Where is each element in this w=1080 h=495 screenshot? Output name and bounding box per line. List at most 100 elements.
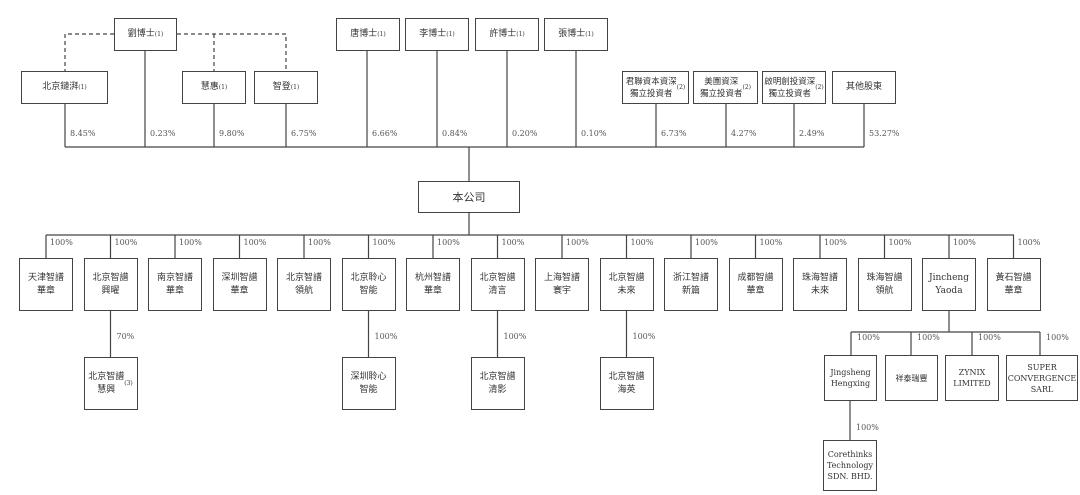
box-label: 北京智譜 清言 [479,272,516,296]
ownership-percentage: 100% [308,238,331,247]
ownership-percentage: 100% [695,238,718,247]
shareholder-dr-tang: 唐博士(1) [336,18,400,51]
box-label: 100% [857,333,880,342]
jincheng-subsidiary-box: 祥泰瑞豐 [885,355,938,401]
shareholder-others: 其他股東 [832,71,896,104]
shareholding-percentage: 0.20% [512,129,537,138]
box-label: 北京智譜 未來 [608,272,645,296]
ownership-percentage: 100% [566,238,589,247]
box-label: 70% [116,332,135,341]
box-label: 100% [179,238,202,247]
box-label: 北京智譜 領航 [285,272,322,296]
ownership-percentage: 100% [375,332,398,341]
shareholder-dr-xu: 許博士(1) [475,18,539,51]
subsidiary-box: 南京智譜 華章 [148,258,202,311]
ownership-percentage: 100% [115,238,138,247]
box-label: 北京智譜 興曜 [92,272,129,296]
box-label: 珠海智譜 領航 [866,272,903,296]
shareholding-percentage: 9.80% [219,129,244,138]
ownership-percentage: 100% [502,238,525,247]
shareholding-percentage: 6.73% [661,129,686,138]
ownership-percentage: 100% [1018,238,1041,247]
shareholder-dr-liu: 劉博士(1) [114,18,177,51]
box-label: 100% [630,238,654,247]
box-label: 0.84% [442,129,468,138]
box-label: 100% [566,238,589,247]
second-tier-subsidiary-box: 北京智譜 慧興(3) [83,357,138,410]
ownership-percentage: 100% [373,238,396,247]
shareholding-percentage: 8.45% [70,129,95,138]
subsidiary-box: 杭州智譜 華章 [406,258,460,311]
box-label: 深圳智譜 華章 [221,272,258,296]
jincheng-subsidiary-box: ZYNIX LIMITED [945,355,999,401]
box-label: 6.75% [291,129,317,138]
box-label: 100% [978,333,1001,342]
box-label: 6.66% [372,129,398,138]
box-label: 南京智譜 華章 [156,272,193,296]
ownership-percentage: 100% [917,333,940,342]
shareholder-qiming: 啟明創投資深 獨立投資者(2) [762,71,826,104]
shareholder-dr-zhang: 張博士(1) [544,18,608,51]
box-label: 100% [114,238,138,247]
box-label: 100% [695,238,718,247]
footnote-marker: (3) [124,380,133,387]
corethinks-box: Corethinks Technology SDN. BHD. [823,440,877,491]
box-label: 100% [501,238,525,247]
box-label: 祥泰瑞豐 [895,373,928,383]
box-label: 4.27% [731,129,757,138]
ownership-percentage: 100% [179,238,202,247]
box-label: 100% [1046,333,1069,342]
ownership-percentage: 100% [760,238,783,247]
box-label: 100% [953,238,976,247]
box-label: 100% [308,238,331,247]
subsidiary-box: 北京智譜 未來 [599,258,654,311]
ownership-percentage: 100% [50,238,73,247]
shareholding-percentage: 0.10% [581,129,606,138]
box-label: ZYNIX LIMITED [953,368,991,388]
shareholding-percentage: 6.66% [372,129,397,138]
subsidiary-box: 深圳智譜 華章 [212,258,267,311]
box-label: 0.23% [150,129,176,138]
box-label: SUPER CONVERGENCE SARL [1007,362,1077,394]
dashed-control-line [177,33,287,71]
box-label: 黃石智譜 華章 [995,272,1032,296]
box-label: 100% [1017,238,1041,247]
ownership-percentage: 100% [824,238,847,247]
ownership-percentage: 100% [856,423,879,432]
ownership-percentage: 70% [117,332,135,341]
shareholder-dr-li: 李博士(1) [405,18,469,51]
box-label: 北京智譜 慧興 [88,371,125,395]
box-label: 成都智譜 華章 [737,272,774,296]
box-label: Corethinks Technology SDN. BHD. [826,450,874,481]
ownership-percentage: 100% [631,238,654,247]
box-label: 0.10% [581,129,607,138]
shareholder-huihui: 慧惠(1) [182,71,246,104]
shareholding-percentage: 2.49% [799,129,824,138]
box-label: 100% [243,238,267,247]
ownership-percentage: 100% [857,333,880,342]
box-label: 100% [917,333,940,342]
jincheng-branch [850,311,1041,355]
subsidiary-box: Jincheng Yaoda [922,258,976,311]
box-label: 北京智譜 清影 [479,371,516,395]
box-label: 天津智譜 華章 [27,272,64,296]
shareholder-meituan: 美團資深 獨立投資者(2) [693,71,758,104]
box-label: 杭州智譜 華章 [414,272,451,296]
shareholder-zhideng: 智登(1) [254,71,318,104]
second-tier-subsidiary-box: 深圳聆心 智能 [341,357,396,410]
box-label: Jingsheng Hengxing [830,368,871,388]
box-label: 100% [632,332,656,341]
ownership-percentage: 100% [953,238,976,247]
ownership-percentage: 100% [633,332,656,341]
box-label: 0.20% [512,129,538,138]
subsidiary-box: 天津智譜 華章 [19,258,73,311]
subsidiary-box: 黃石智譜 華章 [986,258,1041,311]
subsidiary-box: 浙江智譜 新篇 [664,258,718,311]
box-label: 100% [856,423,879,432]
ownership-percentage: 100% [1046,333,1069,342]
shareholding-percentage: 6.75% [291,129,316,138]
box-label: 100% [888,238,912,247]
ownership-percentage: 100% [889,238,912,247]
box-label: 北京聆心 智能 [350,272,387,296]
